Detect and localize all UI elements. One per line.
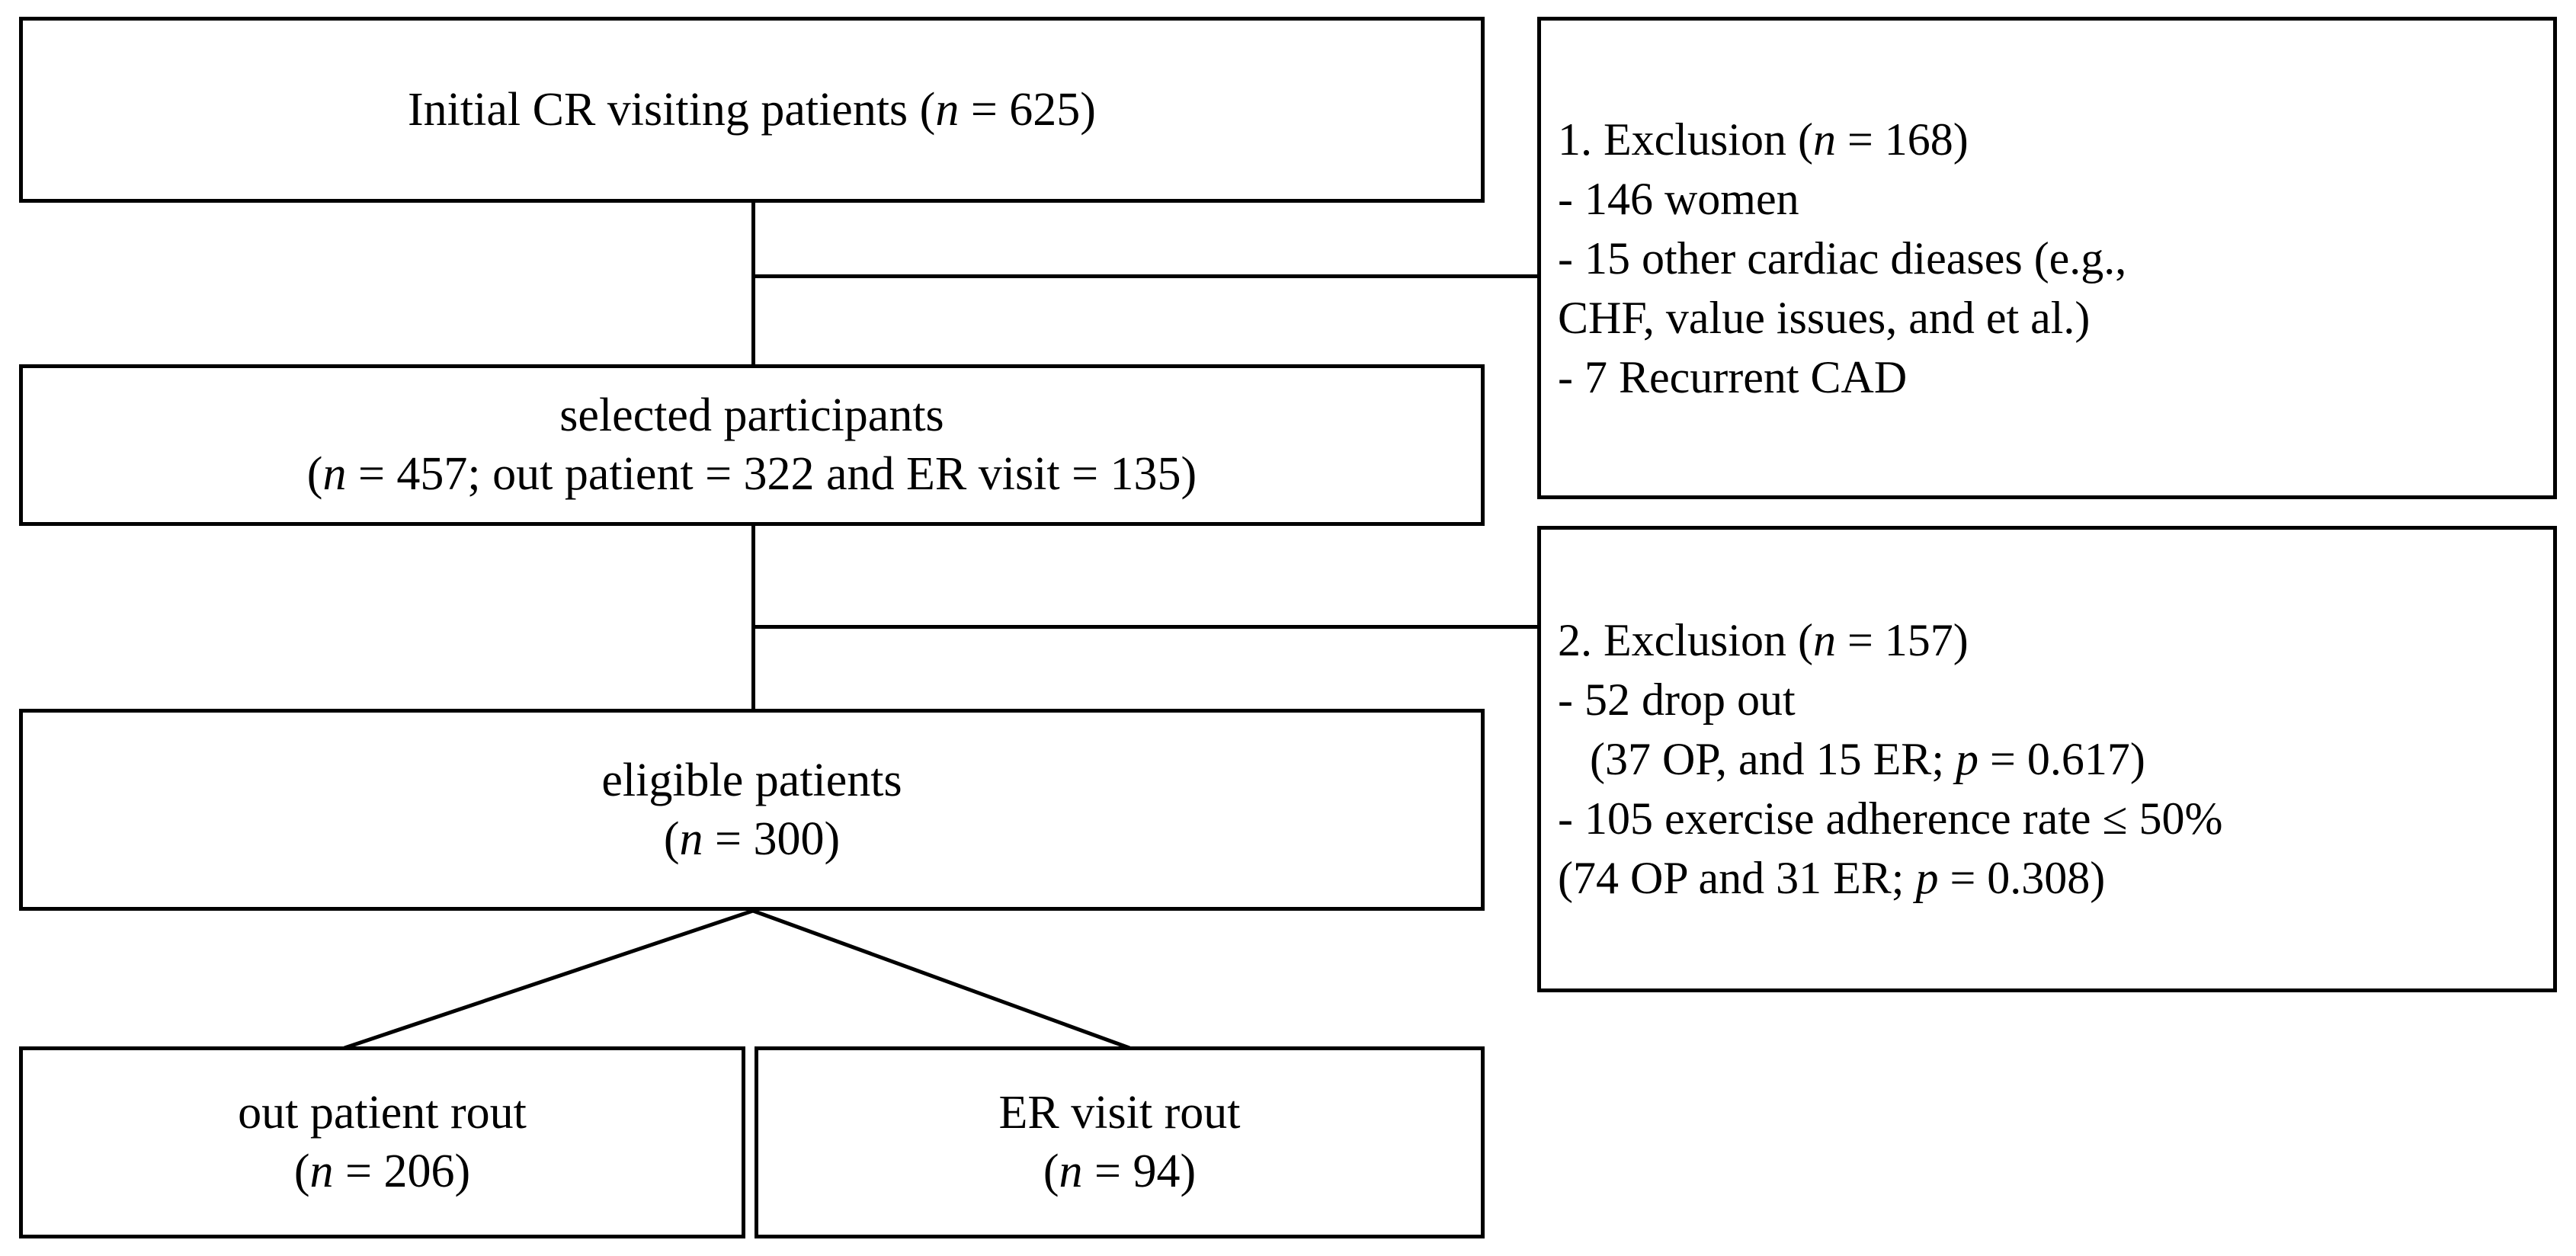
- italic-variable: n: [309, 1145, 334, 1197]
- box-initial-cr-visiting-patients: Initial CR visiting patients (n = 625): [19, 17, 1485, 203]
- connector-eligible-split: [344, 908, 1130, 1050]
- box-out-patient-rout-line-1: out patient rout: [238, 1087, 527, 1139]
- italic-variable: n: [322, 448, 347, 500]
- italic-variable: n: [1059, 1145, 1083, 1197]
- italic-variable: n: [1812, 114, 1836, 165]
- box-exclusion-2: 2. Exclusion (n = 157) - 52 drop out (37…: [1537, 526, 2557, 992]
- exclusion-2-line-3: (37 OP, and 15 ER; p = 0.617): [1590, 734, 2145, 784]
- connector-selected-to-eligible: [751, 526, 755, 709]
- box-selected-line-2: (n = 457; out patient = 322 and ER visit…: [306, 448, 1197, 500]
- box-selected-participants: selected participants (n = 457; out pati…: [19, 364, 1485, 526]
- italic-variable: p: [1956, 734, 1978, 784]
- box-eligible-line-2: (n = 300): [663, 812, 841, 865]
- italic-variable: n: [1812, 615, 1836, 665]
- exclusion-2-line-5: (74 OP and 31 ER; p = 0.308): [1558, 853, 2106, 903]
- italic-variable: n: [679, 812, 703, 865]
- exclusion-2-line-2: - 52 drop out: [1558, 674, 1796, 725]
- italic-variable: n: [935, 83, 960, 136]
- italic-variable: p: [1915, 853, 1939, 903]
- connector-eligible-split-left: [344, 908, 754, 1050]
- box-selected-line-1: selected participants: [559, 389, 944, 442]
- box-er-visit-rout-line-1: ER visit rout: [998, 1087, 1241, 1139]
- exclusion-2-line-1: 2. Exclusion (n = 157): [1558, 615, 1969, 665]
- exclusion-1-line-3: - 15 other cardiac dieases (e.g.,: [1558, 232, 2127, 284]
- exclusion-1-line-1: 1. Exclusion (n = 168): [1558, 114, 1969, 165]
- connector-initial-to-exclusion-1: [751, 274, 1540, 278]
- box-eligible-patients: eligible patients (n = 300): [19, 709, 1485, 911]
- exclusion-1-line-2: - 146 women: [1558, 173, 1799, 224]
- box-out-patient-rout-line-2: (n = 206): [293, 1145, 471, 1197]
- box-eligible-line-1: eligible patients: [601, 754, 902, 806]
- connector-selected-to-exclusion-2: [751, 625, 1540, 629]
- exclusion-2-line-4: - 105 exercise adherence rate ≤ 50%: [1558, 793, 2223, 844]
- exclusion-1-line-5: - 7 Recurrent CAD: [1558, 351, 1908, 402]
- box-exclusion-1: 1. Exclusion (n = 168) - 146 women - 15 …: [1537, 17, 2557, 499]
- box-er-visit-rout-line-2: (n = 94): [1043, 1145, 1197, 1197]
- box-out-patient-rout: out patient rout (n = 206): [19, 1046, 745, 1238]
- connector-eligible-split-right: [752, 908, 1130, 1050]
- box-er-visit-rout: ER visit rout (n = 94): [755, 1046, 1485, 1238]
- box-initial-line-1: Initial CR visiting patients (n = 625): [408, 83, 1096, 136]
- connector-initial-to-selected: [751, 203, 755, 364]
- exclusion-1-line-4: CHF, value issues, and et al.): [1558, 292, 2091, 343]
